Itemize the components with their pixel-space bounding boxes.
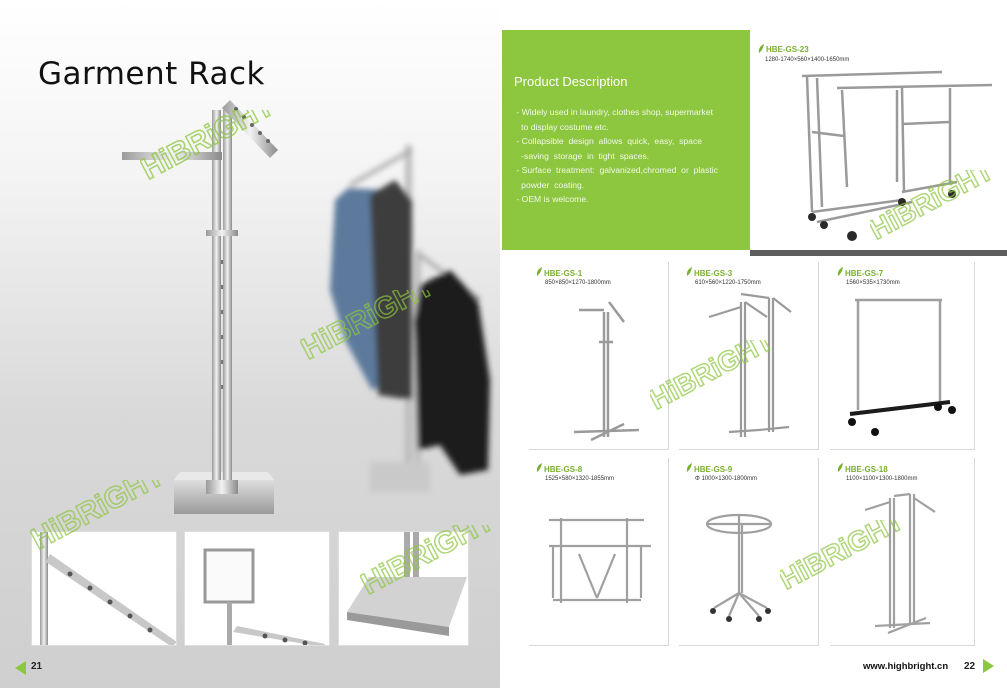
description-line: - Collapsible design allows quick, easy,… bbox=[514, 136, 703, 146]
featured-product-image bbox=[801, 70, 993, 241]
description-title: Product Description bbox=[514, 74, 628, 89]
website-link[interactable]: www.highbright.cn bbox=[863, 661, 949, 672]
product-code: HBE-GS-3 bbox=[694, 269, 733, 278]
featured-product-hbe-gs-23: HBE-GS-23 1280-1740×560×1400-1650mm bbox=[752, 32, 1002, 248]
hero-rack-illustration bbox=[122, 100, 490, 514]
product-image bbox=[705, 513, 773, 622]
main-rack bbox=[122, 100, 278, 514]
product-description-panel: Product Description - Widely used in lau… bbox=[502, 30, 750, 250]
leaf-icon bbox=[536, 267, 542, 276]
leaf-icon bbox=[837, 463, 843, 472]
leaf-icon bbox=[686, 267, 692, 276]
leaf-icon bbox=[536, 463, 542, 472]
product-dims: 1560×535×1730mm bbox=[846, 280, 900, 286]
description-list: - Widely used in laundry, clothes shop, … bbox=[514, 105, 740, 207]
product-code: HBE-GS-8 bbox=[544, 465, 583, 474]
product-dims: 850×850×1270-1800mm bbox=[545, 280, 611, 286]
right-footer: www.highbright.cn 22 bbox=[500, 656, 1007, 680]
product-dims: 610×560×1220-1750mm bbox=[695, 280, 761, 286]
detail-thumb-sign-holder bbox=[184, 531, 330, 646]
product-code: HBE-GS-1 bbox=[544, 269, 583, 278]
product-card-hbe-gs-3: HBE-GS-3 610×560×1220-1750mm bbox=[679, 262, 819, 450]
leaf-icon bbox=[686, 463, 692, 472]
page-marker-left-icon bbox=[15, 661, 26, 675]
description-line: -saving storage in tight spaces. bbox=[514, 150, 650, 161]
product-image bbox=[708, 292, 792, 437]
product-code: HBE-GS-7 bbox=[845, 269, 884, 278]
product-dims: 1525×580×1320-1855mm bbox=[545, 476, 615, 482]
right-page: Product Description - Widely used in lau… bbox=[500, 0, 1007, 688]
detail-thumb-base bbox=[338, 531, 469, 646]
product-code: HBE-GS-9 bbox=[694, 465, 733, 474]
description-line: powder coating. bbox=[514, 179, 585, 190]
detail-thumb-slanted-arm bbox=[31, 531, 177, 646]
product-card-hbe-gs-8: HBE-GS-8 1525×580×1320-1855mm bbox=[529, 458, 669, 646]
product-card-hbe-gs-1: HBE-GS-1 850×850×1270-1800mm bbox=[529, 262, 669, 450]
product-image bbox=[864, 492, 936, 635]
product-image bbox=[848, 298, 956, 436]
background-rack bbox=[330, 145, 490, 492]
product-code: HBE-GS-18 bbox=[845, 465, 888, 474]
product-image bbox=[549, 518, 651, 603]
leaf-icon bbox=[758, 44, 764, 53]
description-line: - Widely used in laundry, clothes shop, … bbox=[514, 107, 714, 117]
left-footer: 21 bbox=[0, 658, 500, 678]
left-page: Garment Rack bbox=[0, 0, 500, 688]
accent-strip bbox=[750, 250, 1007, 256]
product-image bbox=[573, 301, 640, 442]
product-dims: 1100×1100×1300-1800mm bbox=[846, 476, 918, 482]
product-card-hbe-gs-18: HBE-GS-18 1100×1100×1300-1800mm bbox=[830, 458, 975, 646]
description-line: - Surface treatment: galvanized,chromed … bbox=[514, 165, 718, 175]
featured-product-code: HBE-GS-23 bbox=[766, 45, 809, 54]
featured-product-dims: 1280-1740×560×1400-1650mm bbox=[765, 57, 850, 63]
description-line: to display costume etc. bbox=[514, 121, 609, 132]
right-page-number: 22 bbox=[964, 661, 976, 672]
page-title: Garment Rack bbox=[38, 56, 265, 92]
left-page-number: 21 bbox=[31, 661, 43, 672]
product-dims: Φ 1000×1300-1800mm bbox=[695, 476, 757, 482]
description-line: - OEM is welcome. bbox=[514, 194, 589, 204]
leaf-icon bbox=[837, 267, 843, 276]
product-card-hbe-gs-7: HBE-GS-7 1560×535×1730mm bbox=[830, 262, 975, 450]
product-card-hbe-gs-9: HBE-GS-9 Φ 1000×1300-1800mm bbox=[679, 458, 819, 646]
page-marker-right-icon bbox=[983, 659, 994, 673]
